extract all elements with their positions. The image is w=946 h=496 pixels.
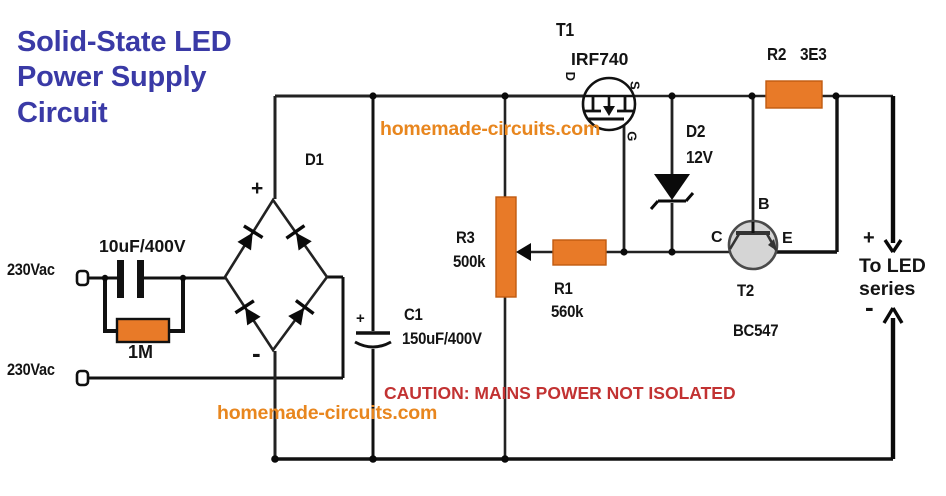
filter-capacitor-plus: + (356, 310, 365, 327)
mosfet-pin-drain: D (562, 71, 578, 81)
filter-capacitor-ref: C1 (404, 305, 423, 324)
transistor-ref: T2 (737, 281, 754, 300)
wires (88, 94, 904, 461)
potentiometer-value: 500k (453, 252, 486, 271)
mosfet-pin-source: S (627, 80, 643, 90)
bridge-minus: - (252, 338, 261, 368)
input-capacitor-symbol (117, 260, 144, 298)
mosfet-symbol (581, 76, 637, 132)
transistor-part: BC547 (733, 321, 779, 340)
watermark-bottom: homemade-circuits.com (217, 402, 438, 424)
filter-capacitor-value: 150uF/400V (402, 329, 482, 348)
resistor-r2-value: 3E3 (800, 44, 827, 64)
resistor-r1-ref: R1 (554, 279, 573, 298)
mains-terminal-bottom (75, 369, 90, 387)
transistor-pin-base: B (758, 196, 770, 213)
mosfet-ref: T1 (556, 20, 574, 40)
bridge-diode-top-left (237, 224, 264, 251)
bleeder-resistor-value: 1M (128, 342, 154, 362)
mains-terminal-top (75, 269, 90, 287)
resistor-r2-symbol (765, 80, 823, 109)
bridge-diode-bottom-left (234, 299, 261, 326)
output-label: To LED series (859, 255, 926, 301)
bridge-diode-top-right (285, 224, 312, 251)
mosfet-part: IRF740 (571, 49, 629, 69)
caution-text: CAUTION: MAINS POWER NOT ISOLATED (384, 383, 736, 403)
mosfet-pin-gate: G (624, 131, 640, 142)
mains-label-bottom: 230Vac (7, 361, 55, 379)
bridge-plus: + (251, 177, 264, 200)
zener-diode-symbol (649, 174, 695, 210)
input-capacitor-value: 10uF/400V (99, 236, 186, 256)
resistor-r2-ref: R2 (767, 44, 787, 64)
bridge-ref: D1 (305, 150, 324, 169)
filter-capacitor-symbol (354, 331, 392, 349)
watermark-top: homemade-circuits.com (380, 118, 601, 140)
junction-dots (101, 92, 840, 463)
resistor-r1-symbol (552, 239, 607, 266)
emitter-arrow (768, 239, 777, 251)
zener-value: 12V (686, 147, 713, 167)
bleeder-resistor-symbol (103, 278, 185, 344)
zener-ref: D2 (686, 121, 706, 141)
transistor-symbol (727, 219, 779, 271)
output-minus: - (865, 292, 874, 322)
mains-label-top: 230Vac (7, 261, 55, 279)
bridge-rectifier-symbol (223, 197, 329, 353)
page-title: Solid-State LED Power Supply Circuit (17, 26, 232, 129)
wiper-arrow (516, 243, 531, 261)
transistor-pin-collector: C (711, 229, 723, 246)
bridge-diode-bottom-right (288, 299, 315, 326)
potentiometer-symbol (495, 196, 531, 298)
resistor-r1-value: 560k (551, 302, 584, 321)
output-plus: + (863, 227, 875, 249)
potentiometer-ref: R3 (456, 228, 475, 247)
transistor-pin-emitter: E (782, 230, 793, 247)
